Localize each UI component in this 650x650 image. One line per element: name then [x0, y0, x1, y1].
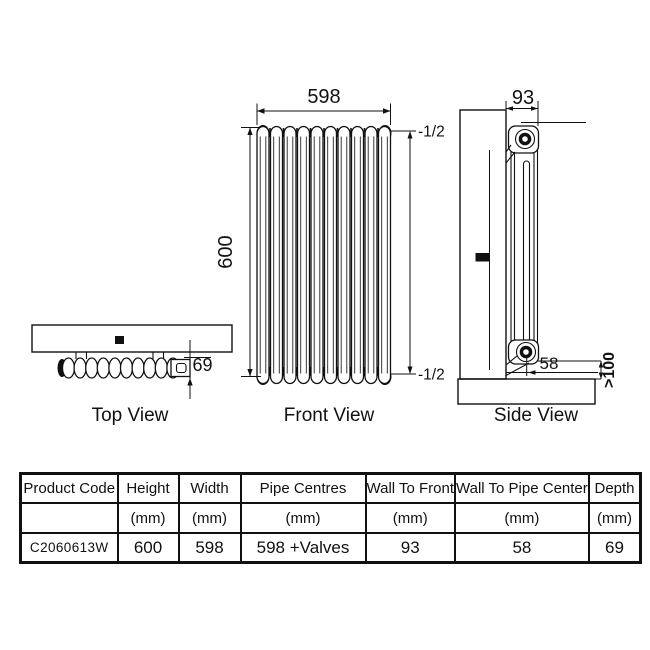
dim-height-value: 600	[215, 235, 237, 268]
floor	[457, 378, 596, 405]
wall-anchor-side	[475, 253, 490, 262]
col-header-depth: Depth	[587, 472, 642, 504]
value-product-code: C2060613W	[19, 532, 119, 564]
value-wall-to-pipe-center: 58	[454, 532, 590, 564]
unit-depth: (mm)	[587, 502, 642, 534]
radiator-top-section	[57, 357, 191, 379]
tapping-bottom-label: -1/2	[418, 367, 445, 384]
unit-width: (mm)	[177, 502, 242, 534]
dim-wall-to-pipe: 58	[506, 354, 598, 376]
radiator-front-columns	[256, 125, 392, 385]
dim-floor-clearance-value: >100	[601, 352, 618, 388]
technical-drawing: 598 600 -1/2 -1/2 Front View	[31, 86, 618, 426]
radiator-side-profile	[505, 125, 540, 376]
mounting-brackets	[75, 352, 165, 359]
dim-depth-value: 69	[193, 355, 213, 375]
col-header-wall-to-pipe-center: Wall To Pipe Center	[454, 472, 590, 504]
side-wall	[459, 109, 507, 380]
dim-width: 598	[256, 86, 391, 125]
dim-width-value: 598	[307, 86, 340, 108]
dim-wall-to-pipe-value: 58	[540, 354, 559, 373]
value-pipe-centres: 598 +Valves	[239, 532, 367, 564]
top-wall	[31, 324, 233, 353]
valve-body	[170, 358, 191, 378]
column-gaps	[269, 128, 379, 376]
front-view-drawing: 598 600 -1/2 -1/2 Front View	[215, 86, 445, 426]
value-width: 598	[177, 532, 242, 564]
col-header-height: Height	[116, 472, 180, 504]
col-header-width: Width	[177, 472, 242, 504]
tapping-top-label: -1/2	[418, 124, 445, 141]
col-header-wall-to-front: Wall To Front	[364, 472, 457, 504]
wall-anchor	[115, 336, 124, 344]
unit-product-code	[19, 502, 119, 534]
unit-wall-to-front: (mm)	[364, 502, 457, 534]
spec-header-row: Product Code Height Width Pipe Centres W…	[19, 472, 642, 504]
unit-pipe-centres: (mm)	[239, 502, 367, 534]
front-view-label: Front View	[284, 405, 375, 426]
unit-height: (mm)	[116, 502, 180, 534]
col-header-product-code: Product Code	[19, 472, 119, 504]
dim-wall-to-front-value: 93	[512, 87, 534, 109]
spec-data-row: C2060613W 600 598 598 +Valves 93 58 69	[19, 532, 642, 564]
spec-units-row: (mm) (mm) (mm) (mm) (mm) (mm)	[19, 502, 642, 534]
side-view-drawing: 93 >100 58 Side View	[457, 87, 618, 426]
value-depth: 69	[587, 532, 642, 564]
dim-height: 600	[215, 127, 261, 377]
top-view-drawing: 69 Top View	[31, 324, 233, 426]
unit-wall-to-pipe-center: (mm)	[454, 502, 590, 534]
dim-tappings: -1/2 -1/2	[390, 124, 445, 384]
value-wall-to-front: 93	[364, 532, 457, 564]
dim-depth: 69	[184, 340, 213, 399]
dim-floor-clearance: >100	[538, 352, 618, 388]
dim-wall-to-front: 93	[505, 87, 539, 126]
col-header-pipe-centres: Pipe Centres	[239, 472, 367, 504]
spec-table: Product Code Height Width Pipe Centres W…	[19, 472, 643, 564]
value-height: 600	[116, 532, 180, 564]
side-view-label: Side View	[494, 405, 578, 426]
top-view-label: Top View	[92, 405, 169, 426]
